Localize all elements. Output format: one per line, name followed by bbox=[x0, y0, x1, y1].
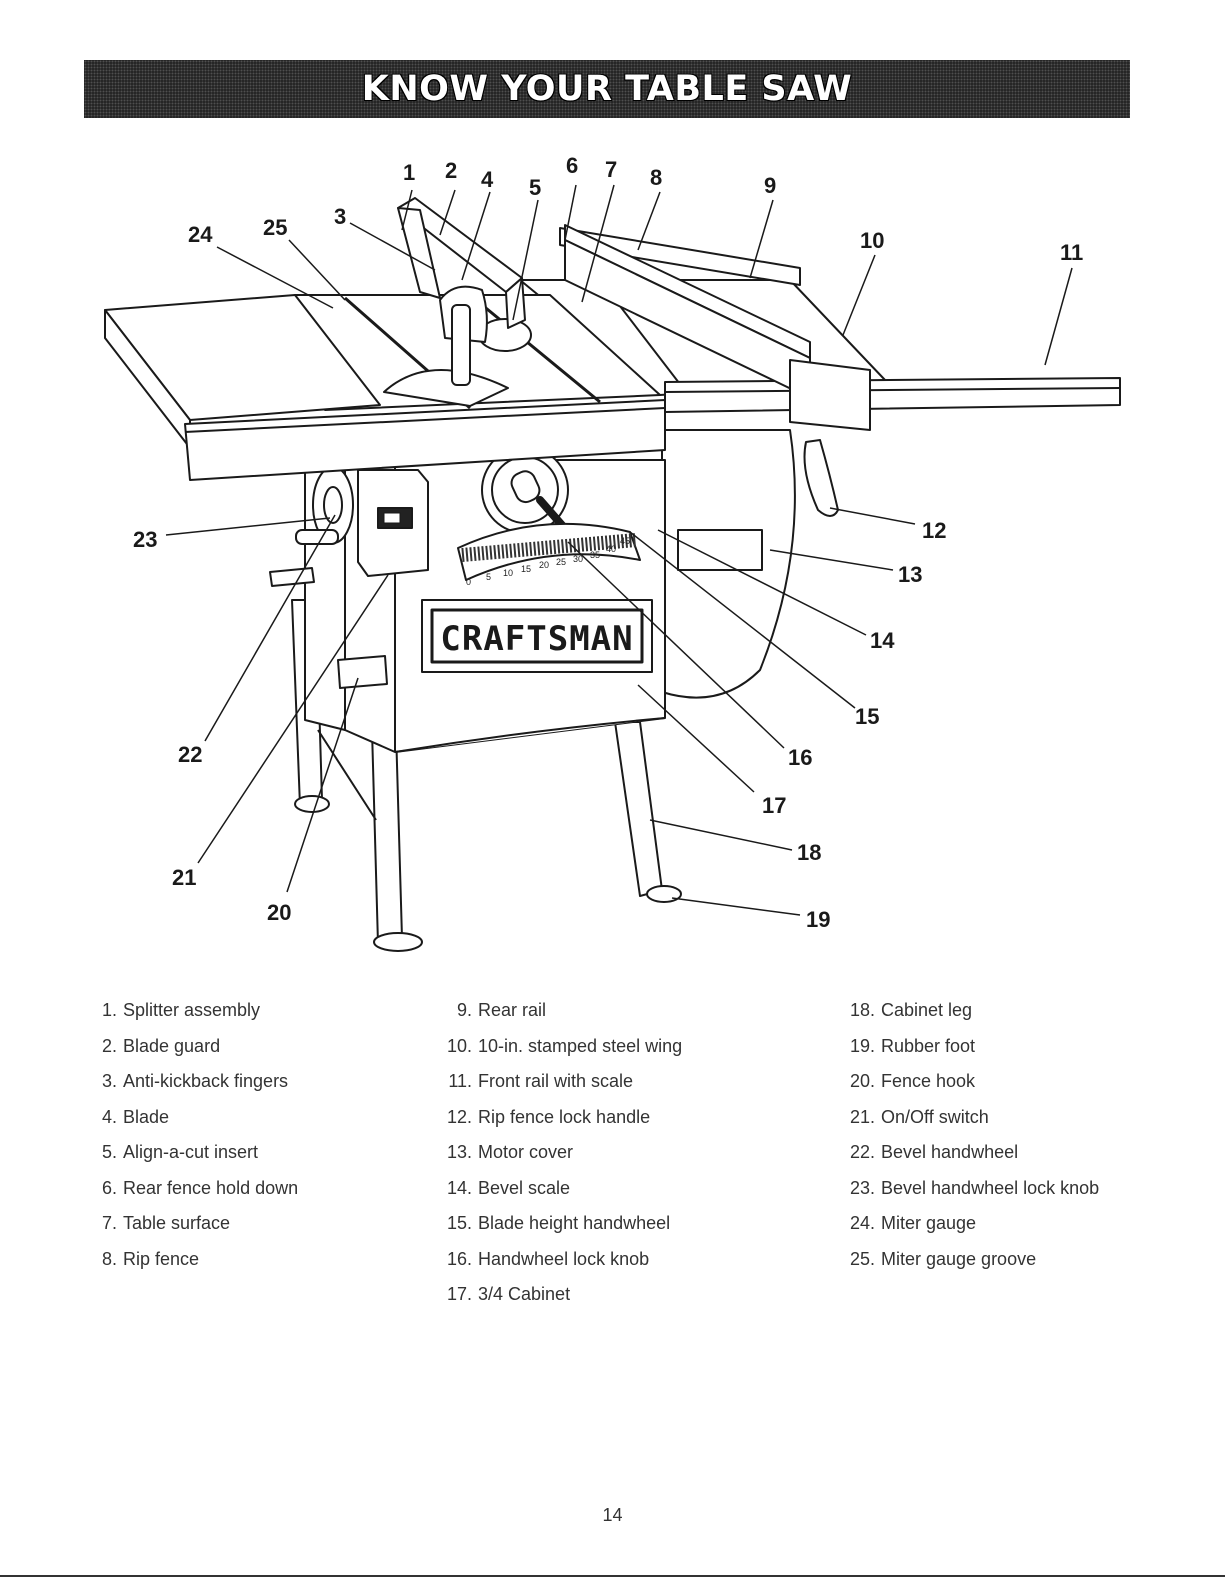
scale-num-0: 0 bbox=[466, 577, 471, 587]
front-rail bbox=[184, 377, 1121, 481]
legend-item: 12.Rip fence lock handle bbox=[446, 1106, 651, 1127]
legend-item: 14.Bevel scale bbox=[446, 1177, 571, 1198]
callout-13: 13 bbox=[898, 562, 922, 587]
bevel-scale-numbers: 0 5 10 15 20 25 30 35 40 45 bbox=[466, 536, 630, 587]
callout-3: 3 bbox=[334, 204, 346, 229]
logo-text: CRAFTSMAN bbox=[440, 619, 633, 659]
callout-16: 16 bbox=[788, 745, 812, 770]
scale-num-35: 35 bbox=[590, 550, 600, 560]
scale-num-20: 20 bbox=[539, 560, 549, 570]
cabinet-legs bbox=[291, 599, 682, 952]
section-title: KNOW YOUR TABLE SAW bbox=[361, 69, 853, 109]
legend-item: 11.Front rail with scale bbox=[448, 1071, 634, 1091]
fence-hook-upper bbox=[269, 567, 315, 587]
callout-5: 5 bbox=[529, 175, 541, 200]
callout-1: 1 bbox=[403, 160, 415, 185]
legend-item: 1.Splitter assembly bbox=[101, 1000, 261, 1020]
parts-legend: 1.Splitter assembly 2.Blade guard 3.Anti… bbox=[0, 1000, 1225, 1350]
on-off-switch bbox=[357, 469, 429, 577]
legend-item: 5.Align-a-cut insert bbox=[101, 1142, 259, 1162]
callout-12: 12 bbox=[922, 518, 946, 543]
table-saw-diagram: CRAFTSMAN bbox=[0, 130, 1225, 980]
legend-item: 17.3/4 Cabinet bbox=[446, 1284, 571, 1304]
leader-lines bbox=[165, 184, 1073, 916]
callout-25: 25 bbox=[263, 215, 287, 240]
scale-num-45: 45 bbox=[620, 536, 630, 546]
legend-item: 10.10-in. stamped steel wing bbox=[446, 1035, 683, 1056]
callout-6: 6 bbox=[566, 153, 578, 178]
legend-item: 15.Blade height handwheel bbox=[446, 1213, 671, 1233]
legend-item: 4.Blade bbox=[101, 1106, 170, 1127]
page-number: 14 bbox=[602, 1505, 623, 1525]
legend-item: 13.Motor cover bbox=[446, 1142, 574, 1162]
bevel-handwheel-lock-knob bbox=[295, 529, 339, 545]
callout-2: 2 bbox=[445, 158, 457, 183]
callout-18: 18 bbox=[797, 840, 821, 865]
legend-item: 19.Rubber foot bbox=[849, 1035, 976, 1056]
legend-item: 2.Blade guard bbox=[101, 1035, 221, 1056]
legend-column-1: 1.Splitter assembly 2.Blade guard 3.Anti… bbox=[97, 1000, 298, 1284]
craftsman-logo: CRAFTSMAN bbox=[421, 599, 653, 673]
callout-20: 20 bbox=[267, 900, 291, 925]
legend-item: 23.Bevel handwheel lock knob bbox=[849, 1177, 1100, 1198]
callout-23: 23 bbox=[133, 527, 157, 552]
scale-num-5: 5 bbox=[486, 572, 491, 582]
callout-17: 17 bbox=[762, 793, 786, 818]
callout-8: 8 bbox=[650, 165, 662, 190]
miter-gauge bbox=[383, 304, 509, 407]
callout-11: 11 bbox=[1060, 240, 1083, 265]
callout-22: 22 bbox=[178, 742, 202, 767]
legend-item: 20.Fence hook bbox=[849, 1071, 976, 1091]
rip-fence bbox=[564, 224, 871, 431]
legend-column-3: 18.Cabinet leg 19.Rubber foot 20.Fence h… bbox=[845, 1000, 1099, 1284]
callout-7: 7 bbox=[605, 157, 617, 182]
legend-item: 3.Anti-kickback fingers bbox=[101, 1071, 289, 1091]
callout-14: 14 bbox=[870, 628, 895, 653]
callout-numbers: 1 2 3 4 5 6 7 8 9 10 11 12 13 14 15 16 1… bbox=[133, 153, 1083, 932]
scale-num-15: 15 bbox=[521, 564, 531, 574]
bottom-rule bbox=[0, 1575, 1225, 1577]
scale-num-30: 30 bbox=[573, 554, 583, 564]
section-banner: KNOW YOUR TABLE SAW bbox=[84, 60, 1130, 118]
legend-item: 9.Rear rail bbox=[456, 1000, 547, 1020]
callout-4: 4 bbox=[481, 167, 494, 192]
callout-19: 19 bbox=[806, 907, 830, 932]
legend-item: 6.Rear fence hold down bbox=[101, 1177, 299, 1198]
legend-item: 7.Table surface bbox=[101, 1213, 231, 1233]
rip-fence-lock-handle bbox=[803, 439, 839, 517]
legend-item: 16.Handwheel lock knob bbox=[446, 1248, 650, 1269]
legend-item: 21.On/Off switch bbox=[849, 1106, 989, 1127]
rear-rail bbox=[559, 227, 801, 286]
legend-column-2: 9.Rear rail 10.10-in. stamped steel wing… bbox=[440, 1000, 682, 1320]
fence-hook-lower bbox=[337, 655, 388, 689]
motor-cover-label-plate bbox=[677, 529, 763, 571]
legend-item: 18.Cabinet leg bbox=[849, 1000, 973, 1020]
legend-item: 24.Miter gauge bbox=[849, 1213, 977, 1233]
callout-9: 9 bbox=[764, 173, 776, 198]
callout-24: 24 bbox=[188, 222, 213, 247]
legend-item: 8.Rip fence bbox=[101, 1248, 200, 1269]
legend-item: 22.Bevel handwheel bbox=[849, 1142, 1019, 1162]
scale-num-10: 10 bbox=[503, 568, 513, 578]
callout-15: 15 bbox=[855, 704, 879, 729]
scale-num-25: 25 bbox=[556, 557, 566, 567]
callout-10: 10 bbox=[860, 228, 884, 253]
callout-21: 21 bbox=[172, 865, 196, 890]
legend-item: 25.Miter gauge groove bbox=[849, 1248, 1037, 1269]
scale-num-40: 40 bbox=[606, 544, 616, 554]
